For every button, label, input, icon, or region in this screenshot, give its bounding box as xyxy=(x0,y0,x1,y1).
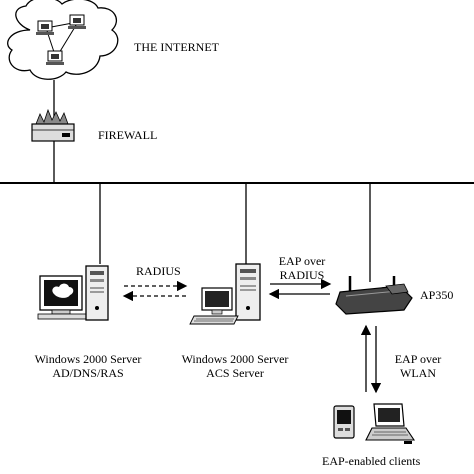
ap-label: AP350 xyxy=(420,288,454,302)
cloud-node-icon xyxy=(68,14,86,29)
eap-over-radius-label: EAP over RADIUS xyxy=(272,254,332,282)
cloud-node-icon xyxy=(46,50,64,65)
server1-label-line1: Windows 2000 Server xyxy=(34,352,142,366)
radius-label: RADIUS xyxy=(136,264,181,278)
server2-label: Windows 2000 Server ACS Server xyxy=(160,352,310,380)
server1-label-line2: AD/DNS/RAS xyxy=(52,366,124,380)
firewall-label: FIREWALL xyxy=(98,128,158,142)
laptop-client-icon xyxy=(365,403,416,444)
cloud-node-icon xyxy=(36,20,54,35)
eap-over-radius-line2: RADIUS xyxy=(279,268,325,282)
eap-over-wlan-label: EAP over WLAN xyxy=(390,352,446,380)
internet-cloud-icon xyxy=(7,0,119,80)
eap-over-wlan-line2: WLAN xyxy=(400,366,436,380)
access-point-icon xyxy=(335,276,413,315)
pda-client-icon xyxy=(333,405,355,439)
server2-icon xyxy=(189,263,261,325)
eap-over-wlan-line1: EAP over xyxy=(394,352,442,366)
server1-label: Windows 2000 Server AD/DNS/RAS xyxy=(14,352,162,380)
server2-label-line1: Windows 2000 Server xyxy=(181,352,289,366)
firewall-icon xyxy=(31,108,75,142)
eap-over-radius-line1: EAP over xyxy=(278,254,326,268)
server1-icon xyxy=(37,265,109,321)
clients-label: EAP-enabled clients xyxy=(322,454,421,468)
internet-label: THE INTERNET xyxy=(134,40,219,54)
server2-label-line2: ACS Server xyxy=(206,366,264,380)
